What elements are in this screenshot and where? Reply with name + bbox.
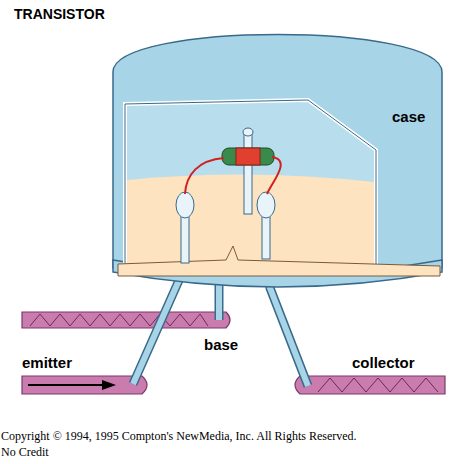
- credit-note: No Credit: [1, 445, 49, 460]
- base-pad: [22, 312, 230, 328]
- copyright-note: Copyright © 1994, 1995 Compton's NewMedi…: [1, 429, 357, 444]
- posts: [176, 128, 275, 263]
- semiconductor-element: [185, 148, 281, 194]
- part-label: base: [204, 336, 238, 353]
- collector-pad: [295, 376, 445, 394]
- case: [113, 35, 442, 288]
- diagram-title: TRANSISTOR: [14, 6, 105, 22]
- part-label: collector: [352, 354, 415, 371]
- part-label: emitter: [22, 354, 72, 371]
- part-label: case: [392, 108, 425, 125]
- emitter-pad: [22, 376, 147, 394]
